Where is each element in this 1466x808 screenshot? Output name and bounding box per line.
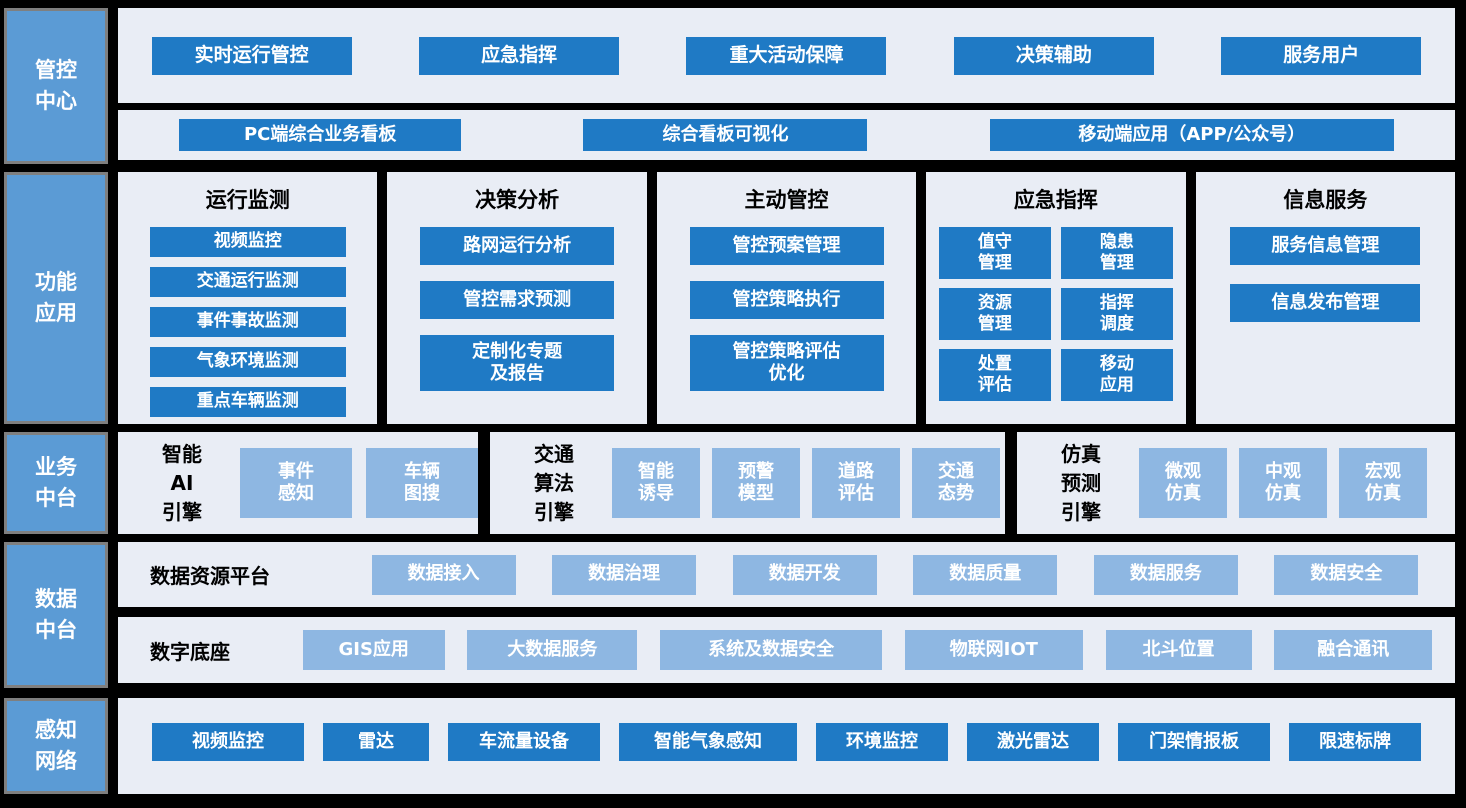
operation-monitoring-title: 运行监测 bbox=[205, 188, 290, 212]
key-vehicle-monitoring-block: 重点车辆监测 bbox=[149, 387, 346, 417]
emergency-command-title: 应急指挥 bbox=[1013, 188, 1098, 212]
environment-monitoring-block: 环境监控 bbox=[816, 723, 948, 761]
mobile-application-block: 移动 应用 bbox=[1060, 349, 1173, 401]
data-quality-block: 数据质量 bbox=[913, 554, 1058, 595]
side-label-data-platform: 数据 中台 bbox=[4, 542, 108, 688]
mobile-app-block: 移动端应用（APP/公众号） bbox=[989, 119, 1394, 151]
gis-application-block: GIS应用 bbox=[302, 630, 445, 670]
info-service-title: 信息服务 bbox=[1283, 188, 1368, 212]
data-governance-block: 数据治理 bbox=[552, 554, 697, 595]
road-network-analysis-block: 路网运行分析 bbox=[420, 227, 615, 265]
iot-block: 物联网IOT bbox=[904, 630, 1083, 670]
data-resource-platform-row: 数据资源平台 数据接入 数据治理 数据开发 数据质量 数据服务 数据安全 bbox=[118, 542, 1455, 607]
hazard-management-block: 隐患 管理 bbox=[1060, 227, 1173, 279]
vehicle-image-search-block: 车辆 图搜 bbox=[366, 448, 478, 518]
speed-limit-sign-block: 限速标牌 bbox=[1289, 723, 1421, 761]
operation-monitoring-panel: 运行监测 视频监控 交通运行监测 事件事故监测 气象环境监测 重点车辆监测 bbox=[118, 172, 378, 424]
traffic-operation-monitoring-block: 交通运行监测 bbox=[149, 267, 346, 297]
control-center-row2: PC端综合业务看板 综合看板可视化 移动端应用（APP/公众号） bbox=[118, 110, 1455, 160]
emergency-command-panel: 应急指挥 值守 管理 隐患 管理 资源 管理 指挥 调度 处置 评估 移动 应用 bbox=[926, 172, 1186, 424]
big-data-service-block: 大数据服务 bbox=[467, 630, 638, 670]
simulation-engine-panel: 仿真 预测 引擎 微观 仿真 中观 仿真 宏观 仿真 bbox=[1017, 432, 1455, 534]
active-control-title: 主动管控 bbox=[744, 188, 829, 212]
perception-network-band: 视频监控 雷达 车流量设备 智能气象感知 环境监控 激光雷达 门架情报板 限速标… bbox=[118, 698, 1455, 794]
disposal-evaluation-block: 处置 评估 bbox=[938, 349, 1051, 401]
simulation-engine-label: 仿真 预测 引擎 bbox=[1061, 441, 1101, 524]
ai-engine-panel: 智能 AI 引擎 事件 感知 车辆 图搜 bbox=[118, 432, 478, 534]
data-access-block: 数据接入 bbox=[371, 554, 516, 595]
side-label-perception-network: 感知 网络 bbox=[4, 698, 108, 794]
dashboard-visualization-block: 综合看板可视化 bbox=[583, 119, 868, 151]
micro-simulation-block: 微观 仿真 bbox=[1139, 448, 1227, 518]
incident-monitoring-block: 事件事故监测 bbox=[149, 307, 346, 337]
ai-engine-label: 智能 AI 引擎 bbox=[162, 441, 202, 524]
service-info-management-block: 服务信息管理 bbox=[1230, 227, 1421, 265]
function-apps-band: 运行监测 视频监控 交通运行监测 事件事故监测 气象环境监测 重点车辆监测 决策… bbox=[118, 172, 1456, 424]
major-event-support-block: 重大活动保障 bbox=[686, 36, 887, 75]
radar-block: 雷达 bbox=[323, 723, 429, 761]
data-resource-platform-label: 数据资源平台 bbox=[150, 564, 270, 588]
custom-report-block: 定制化专题 及报告 bbox=[420, 335, 615, 391]
business-platform-band: 智能 AI 引擎 事件 感知 车辆 图搜 交通 算法 引擎 智能 诱导 预警 模… bbox=[118, 432, 1455, 534]
side-label-control-center: 管控 中心 bbox=[4, 8, 108, 164]
control-strategy-execution-block: 管控策略执行 bbox=[689, 281, 884, 319]
control-strategy-evaluation-block: 管控策略评估 优化 bbox=[689, 335, 884, 391]
gantry-info-board-block: 门架情报板 bbox=[1118, 723, 1270, 761]
info-publish-management-block: 信息发布管理 bbox=[1230, 284, 1421, 322]
beidou-position-block: 北斗位置 bbox=[1105, 630, 1252, 670]
control-plan-management-block: 管控预案管理 bbox=[689, 227, 884, 265]
data-development-block: 数据开发 bbox=[732, 554, 877, 595]
pc-dashboard-block: PC端综合业务看板 bbox=[179, 119, 462, 151]
side-label-function-apps: 功能 应用 bbox=[4, 172, 108, 424]
service-user-block: 服务用户 bbox=[1221, 36, 1422, 75]
smart-guidance-block: 智能 诱导 bbox=[612, 448, 700, 518]
active-control-panel: 主动管控 管控预案管理 管控策略执行 管控策略评估 优化 bbox=[656, 172, 917, 424]
road-evaluation-block: 道路 评估 bbox=[812, 448, 900, 518]
digital-base-row: 数字底座 GIS应用 大数据服务 系统及数据安全 物联网IOT 北斗位置 融合通… bbox=[118, 617, 1455, 683]
data-service-block: 数据服务 bbox=[1093, 554, 1238, 595]
decision-assist-block: 决策辅助 bbox=[953, 36, 1154, 75]
side-label-business-platform: 业务 中台 bbox=[4, 432, 108, 534]
data-security-block: 数据安全 bbox=[1274, 554, 1419, 595]
warning-model-block: 预警 模型 bbox=[712, 448, 800, 518]
traffic-situation-block: 交通 态势 bbox=[912, 448, 1000, 518]
decision-analysis-panel: 决策分析 路网运行分析 管控需求预测 定制化专题 及报告 bbox=[387, 172, 647, 424]
traffic-algorithm-engine-panel: 交通 算法 引擎 智能 诱导 预警 模型 道路 评估 交通 态势 bbox=[490, 432, 1005, 534]
realtime-operation-control-block: 实时运行管控 bbox=[151, 36, 352, 75]
lidar-block: 激光雷达 bbox=[967, 723, 1099, 761]
emergency-command-block: 应急指挥 bbox=[419, 36, 620, 75]
converged-communication-block: 融合通讯 bbox=[1274, 630, 1433, 670]
smart-weather-sensing-block: 智能气象感知 bbox=[619, 723, 797, 761]
control-demand-forecast-block: 管控需求预测 bbox=[420, 281, 615, 319]
command-dispatch-block: 指挥 调度 bbox=[1060, 288, 1173, 340]
macro-simulation-block: 宏观 仿真 bbox=[1339, 448, 1427, 518]
decision-analysis-title: 决策分析 bbox=[475, 188, 560, 212]
digital-base-label: 数字底座 bbox=[150, 639, 230, 664]
meso-simulation-block: 中观 仿真 bbox=[1239, 448, 1327, 518]
event-perception-block: 事件 感知 bbox=[240, 448, 352, 518]
control-center-row1: 实时运行管控 应急指挥 重大活动保障 决策辅助 服务用户 bbox=[118, 8, 1455, 103]
weather-env-monitoring-block: 气象环境监测 bbox=[149, 347, 346, 377]
resource-management-block: 资源 管理 bbox=[938, 288, 1051, 340]
duty-management-block: 值守 管理 bbox=[938, 227, 1051, 279]
traffic-algorithm-engine-label: 交通 算法 引擎 bbox=[534, 441, 574, 524]
system-data-security-block: 系统及数据安全 bbox=[660, 630, 883, 670]
video-surveillance-block: 视频监控 bbox=[152, 723, 304, 761]
info-service-panel: 信息服务 服务信息管理 信息发布管理 bbox=[1195, 172, 1456, 424]
traffic-flow-device-block: 车流量设备 bbox=[448, 723, 600, 761]
video-monitoring-block: 视频监控 bbox=[149, 227, 346, 257]
